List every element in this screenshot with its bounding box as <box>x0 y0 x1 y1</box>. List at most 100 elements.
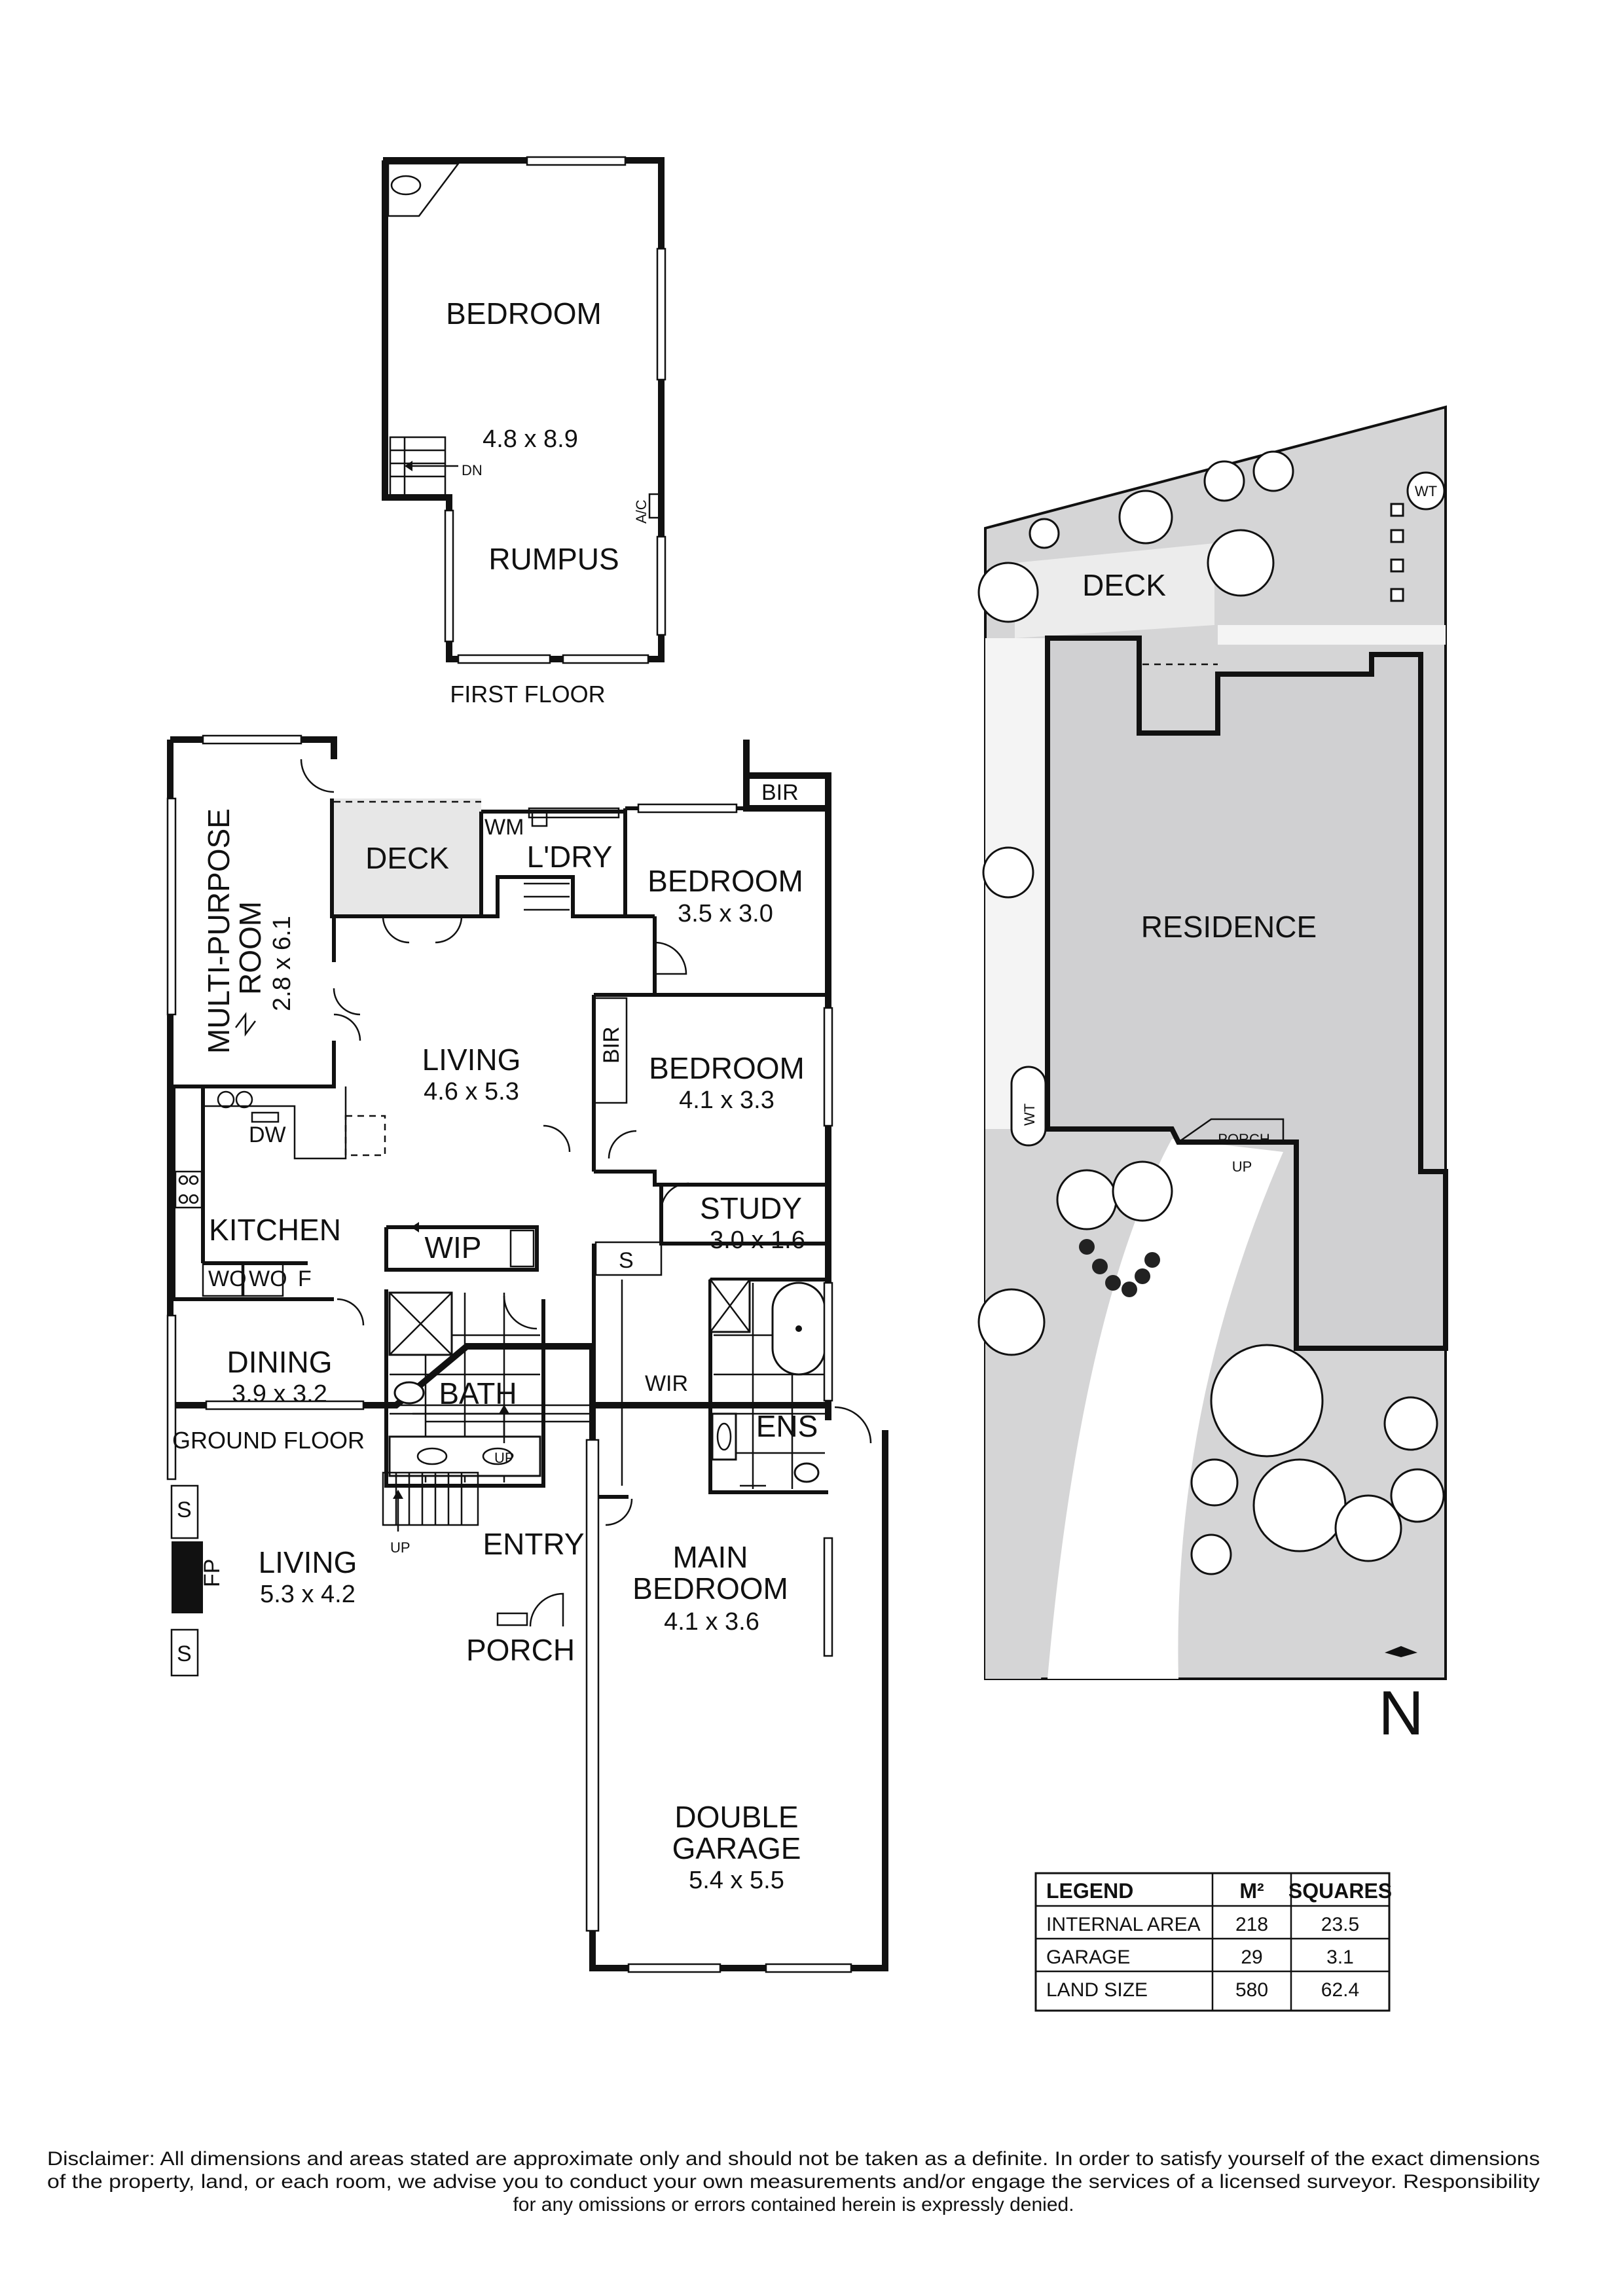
garage-door <box>585 1439 600 1932</box>
legend-row-label: LAND SIZE <box>1046 1979 1148 2001</box>
window <box>526 156 627 166</box>
fp-label: FP <box>200 1559 225 1587</box>
north-label: N <box>1378 1678 1423 1748</box>
door-swing <box>654 941 687 975</box>
door-mat <box>496 1612 528 1626</box>
porch-name: PORCH <box>466 1633 575 1667</box>
site-up-label: UP <box>1232 1158 1252 1175</box>
wm-label: WM <box>484 815 524 840</box>
stair <box>382 1471 479 1526</box>
multi-purpose-dims: 2.8 x 6.1 <box>268 916 296 1011</box>
bir-closet <box>593 997 628 1104</box>
dn-label: DN <box>462 462 483 478</box>
legend-header-label: LEGEND <box>1046 1879 1133 1903</box>
dw-label: DW <box>249 1122 286 1147</box>
dishwasher <box>251 1111 280 1123</box>
driveway <box>1048 1139 1283 1679</box>
legend-row-label: INTERNAL AREA <box>1046 1914 1201 1935</box>
ensuite-vanity <box>711 1412 737 1461</box>
legend-header-squares: SQUARES <box>1288 1879 1392 1903</box>
corner-basin <box>390 175 422 196</box>
legend-header-m2: M² <box>1239 1879 1264 1903</box>
ground-floor: WM L'DRY BEDROOM 3.5 x 3.0 BIR BIR BEDRO… <box>166 734 888 1973</box>
window <box>562 654 649 664</box>
fireplace <box>172 1541 203 1613</box>
first-bedroom-name: BEDROOM <box>446 296 602 331</box>
s-label-2: S <box>177 1641 192 1666</box>
first-floor-caption: FIRST FLOOR <box>450 681 605 708</box>
window <box>765 1963 852 1973</box>
window <box>166 1314 177 1480</box>
site-deck <box>1015 543 1214 638</box>
residence <box>1045 636 1448 1351</box>
legend-row-label: GARAGE <box>1046 1946 1130 1968</box>
laundry-bench <box>528 807 620 819</box>
window <box>205 1400 365 1410</box>
bedroom3-dims: 4.1 x 3.3 <box>679 1086 775 1114</box>
disclaimer-line2: of the property, land, or each room, we … <box>47 2171 1540 2193</box>
sink <box>217 1090 235 1109</box>
main-bedroom-name2: BEDROOM <box>632 1571 788 1605</box>
deck-name: DECK <box>365 841 449 875</box>
legend-row-squares: 3.1 <box>1326 1946 1354 1968</box>
ensuite-toilet <box>793 1462 820 1483</box>
laundry-tub <box>531 810 548 827</box>
bath-vanity <box>388 1435 541 1477</box>
wt-label-back: WT <box>1415 483 1437 499</box>
site-porch-label: PORCH <box>1218 1131 1269 1147</box>
up-label-stair: UP <box>390 1539 410 1556</box>
living-upper-name: LIVING <box>422 1043 521 1077</box>
ensuite-tiles <box>714 1283 825 1489</box>
trees <box>977 450 1445 1575</box>
s-label-study: S <box>619 1248 634 1273</box>
window <box>457 654 551 664</box>
wir-name: WIR <box>645 1371 688 1396</box>
kitchen-name: KITCHEN <box>209 1213 341 1247</box>
window <box>656 247 666 381</box>
first-floor-outline <box>382 157 665 662</box>
first-floor: DN A/C BEDROOM 4.8 x 8.9 RUMPUS FIRST FL… <box>382 156 666 708</box>
legend-row-squares: 62.4 <box>1321 1979 1359 2001</box>
window <box>202 734 302 745</box>
garage-name2: GARAGE <box>672 1831 801 1865</box>
rumpus-name: RUMPUS <box>488 542 619 576</box>
first-bedroom-dims: 4.8 x 8.9 <box>483 425 578 453</box>
main-bedroom-name1: MAIN <box>673 1540 748 1574</box>
ground-floor-caption: GROUND FLOOR <box>172 1427 365 1454</box>
multi-purpose-name2: ROOM <box>233 901 267 995</box>
ground-deck <box>332 798 481 916</box>
garage-name1: DOUBLE <box>674 1800 798 1834</box>
window <box>627 1963 721 1973</box>
legend-row-m2: 580 <box>1235 1979 1268 2001</box>
wip-name: WIP <box>425 1230 482 1265</box>
bedroom3-name: BEDROOM <box>649 1051 805 1085</box>
living-upper-dims: 4.6 x 5.3 <box>424 1078 519 1105</box>
disclaimer: Disclaimer: All dimensions and areas sta… <box>47 2148 1540 2215</box>
water-tank <box>1010 1066 1047 1147</box>
dining-name: DINING <box>227 1345 333 1379</box>
wall-oven <box>202 1262 244 1297</box>
wo-label-2: WO <box>249 1266 287 1291</box>
corner-fixture <box>387 162 460 217</box>
bath-toilet <box>393 1381 425 1405</box>
wt-label-side: WT <box>1021 1103 1038 1126</box>
window <box>823 1282 833 1402</box>
study-dims: 3.0 x 1.6 <box>710 1227 805 1254</box>
legend-table: LEGEND M² SQUARES INTERNAL AREA 218 23.5… <box>1034 1872 1392 2012</box>
f-label: F <box>298 1266 312 1291</box>
window <box>444 509 454 643</box>
ens-name: ENS <box>756 1409 818 1443</box>
bedroom2-name: BEDROOM <box>647 864 803 898</box>
residence-label: RESIDENCE <box>1141 910 1317 944</box>
bir-label-side: BIR <box>599 1026 624 1064</box>
legend-row-squares: 23.5 <box>1321 1914 1359 1935</box>
shelf <box>170 1628 199 1677</box>
bedroom2-dims: 3.5 x 3.0 <box>678 900 773 927</box>
living-lower-name: LIVING <box>259 1545 357 1579</box>
north-arrow-icon <box>1385 1646 1417 1657</box>
entry-name: ENTRY <box>483 1527 584 1561</box>
cooktop <box>174 1170 203 1209</box>
bir-label-top: BIR <box>761 780 799 805</box>
legend-row-m2: 29 <box>1241 1946 1262 1968</box>
